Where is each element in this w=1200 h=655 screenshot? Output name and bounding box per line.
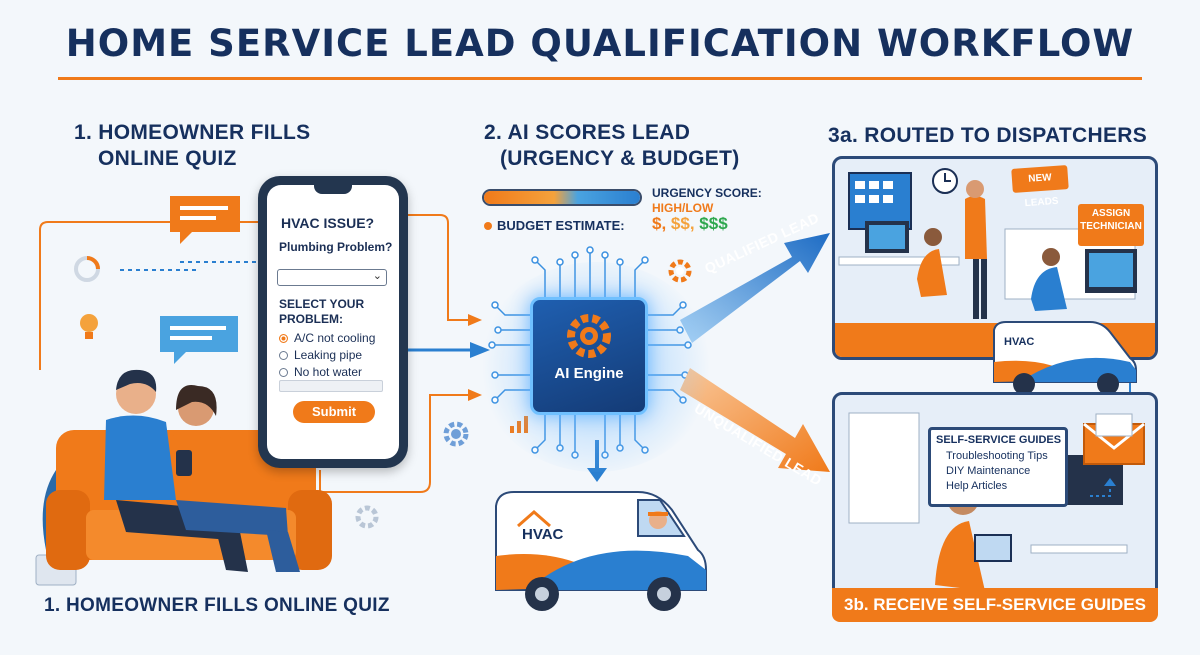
- unqualified-lead-arrow: [680, 368, 830, 472]
- service-van-illustration: [993, 321, 1137, 395]
- page-title: HOME SERVICE LEAD QUALIFICATION WORKFLOW: [65, 22, 1135, 65]
- step2-heading-line2: (URGENCY & BUDGET): [500, 147, 740, 170]
- submit-button[interactable]: Submit: [293, 401, 375, 423]
- budget-estimate-label: BUDGET ESTIMATE:: [497, 218, 625, 233]
- step1-heading-line2: ONLINE QUIZ: [98, 147, 237, 170]
- urgency-score-bar: [482, 189, 642, 206]
- option-label: Leaking pipe: [294, 348, 363, 362]
- phone-screen: HVAC ISSUE? Plumbing Problem? ⌄ SELECT Y…: [267, 185, 399, 459]
- assign-sign-line1: ASSIGN: [1091, 208, 1131, 219]
- phone-mockup: HVAC ISSUE? Plumbing Problem? ⌄ SELECT Y…: [258, 176, 408, 468]
- gear-icon: [567, 314, 611, 358]
- step3a-heading: 3a. ROUTED TO DISPATCHERS: [828, 124, 1148, 147]
- assign-sign-line2: TECHNICIAN: [1080, 221, 1142, 232]
- title-underline: [58, 77, 1142, 80]
- gear-icon: [443, 421, 469, 447]
- budget-mid: $$,: [670, 214, 695, 233]
- ai-engine-label: AI Engine: [554, 365, 624, 382]
- guide-item[interactable]: Help Articles: [946, 480, 1008, 492]
- budget-high: $$$: [699, 214, 728, 233]
- assign-technician-sign: ASSIGN TECHNICIAN: [1078, 204, 1144, 246]
- option-no-hot-water[interactable]: No hot water: [279, 365, 362, 379]
- urgency-score-label: URGENCY SCORE:: [652, 186, 762, 200]
- details-input[interactable]: [279, 380, 383, 392]
- guides-title: SELF-SERVICE GUIDES: [936, 434, 1062, 446]
- radio-selected-icon: [279, 334, 288, 343]
- step1-footer-caption: 1. HOMEOWNER FILLS ONLINE QUIZ: [44, 595, 390, 616]
- lightbulb-icon: [80, 314, 98, 339]
- option-label: A/C not cooling: [294, 331, 376, 345]
- chevron-down-icon: ⌄: [372, 270, 382, 282]
- chat-bubble-icon: [170, 196, 240, 244]
- urgency-score-fill: [484, 191, 640, 204]
- van-hvac-logo: HVAC: [522, 526, 564, 543]
- radio-icon: [279, 368, 288, 377]
- envelope-icon: [1083, 413, 1145, 465]
- guide-item[interactable]: DIY Maintenance: [946, 465, 1031, 477]
- van-hvac-logo: HVAC: [1004, 336, 1035, 348]
- step3b-caption: 3b. RECEIVE SELF-SERVICE GUIDES: [832, 588, 1158, 622]
- guides-monitor: [928, 427, 1068, 507]
- homeowners-on-couch-illustration: [35, 369, 332, 586]
- budget-estimate-values: $, $$, $$$: [652, 214, 728, 234]
- step1-heading-line1: 1. HOMEOWNER FILLS: [74, 121, 311, 144]
- ai-engine-chip: [530, 297, 648, 415]
- select-prompt-line2: PROBLEM:: [279, 312, 343, 326]
- budget-bullet-icon: [484, 222, 492, 230]
- gear-icon: [668, 259, 692, 283]
- option-label: No hot water: [294, 365, 363, 379]
- service-van-illustration: [495, 491, 707, 611]
- new-leads-sign: NEW LEADS: [1011, 165, 1069, 209]
- phone-notch: [314, 185, 352, 194]
- urgency-score-value: HIGH/LOW: [652, 201, 714, 215]
- gear-icon: [355, 505, 379, 529]
- step2-heading-line1: 2. AI SCORES LEAD: [484, 121, 691, 144]
- progress-ring-icon: [74, 256, 100, 282]
- option-ac-not-cooling[interactable]: A/C not cooling: [279, 331, 375, 345]
- chat-bubble-icon: [160, 316, 238, 364]
- hvac-question: HVAC ISSUE?: [281, 215, 375, 231]
- plumbing-question: Plumbing Problem?: [279, 240, 393, 254]
- upload-arrow-icon: [1090, 478, 1116, 497]
- option-leaking-pipe[interactable]: Leaking pipe: [279, 348, 362, 362]
- budget-low: $,: [652, 214, 667, 233]
- radio-icon: [279, 351, 288, 360]
- guide-item[interactable]: Troubleshooting Tips: [946, 450, 1048, 462]
- select-prompt-line1: SELECT YOUR: [279, 297, 365, 311]
- problem-dropdown[interactable]: ⌄: [277, 269, 387, 286]
- qualified-lead-arrow: [680, 233, 830, 343]
